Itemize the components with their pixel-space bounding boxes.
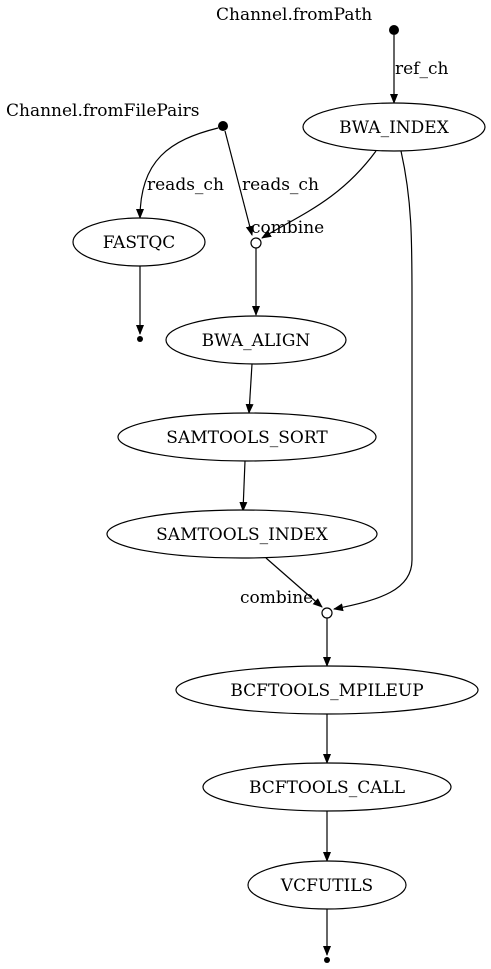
edge-samtools-index-to-combine-2 bbox=[265, 557, 323, 608]
edge-samtools-sort-to-samtools-index bbox=[239, 460, 248, 512]
edge-bwa-index-to-combine-2 bbox=[333, 150, 413, 612]
process-bwa-align: BWA_ALIGN bbox=[165, 315, 347, 365]
process-bwa-index: BWA_INDEX bbox=[302, 102, 486, 152]
edge-bwa-index-to-combine-1 bbox=[261, 150, 377, 239]
process-samtools-sort: SAMTOOLS_SORT bbox=[117, 412, 377, 462]
end-dot-fastqc bbox=[137, 336, 143, 342]
operator-label-combine-2: combine bbox=[240, 588, 313, 608]
edge-label-reads-ch-right: reads_ch bbox=[242, 175, 319, 195]
process-bcftools-mpileup: BCFTOOLS_MPILEUP bbox=[175, 665, 479, 715]
edge-label-ref-ch: ref_ch bbox=[395, 59, 449, 79]
process-label-samtools-sort: SAMTOOLS_SORT bbox=[166, 428, 328, 448]
process-label-bcftools-mpileup: BCFTOOLS_MPILEUP bbox=[230, 681, 423, 701]
operator-label-combine-1: combine bbox=[251, 218, 324, 238]
source-label-from-file-pairs: Channel.fromFilePairs bbox=[6, 101, 200, 121]
process-bcftools-call: BCFTOOLS_CALL bbox=[202, 762, 452, 812]
process-label-fastqc: FASTQC bbox=[103, 233, 176, 253]
edge-reads-to-combine-1 bbox=[224, 130, 254, 236]
process-label-vcfutils: VCFUTILS bbox=[280, 876, 373, 896]
operator-combine-2 bbox=[321, 607, 333, 619]
process-label-bwa-align: BWA_ALIGN bbox=[202, 331, 311, 351]
source-dot-from-path bbox=[389, 25, 399, 35]
process-samtools-index: SAMTOOLS_INDEX bbox=[106, 509, 378, 559]
process-label-bwa-index: BWA_INDEX bbox=[339, 118, 450, 138]
process-vcfutils: VCFUTILS bbox=[247, 860, 407, 910]
edge-reads-to-fastqc bbox=[136, 127, 219, 219]
process-fastqc: FASTQC bbox=[72, 217, 206, 267]
end-dot-vcfutils bbox=[324, 957, 330, 963]
operator-combine-1 bbox=[250, 237, 262, 249]
edge-label-reads-ch-left: reads_ch bbox=[147, 175, 224, 195]
process-label-bcftools-call: BCFTOOLS_CALL bbox=[249, 778, 405, 798]
process-label-samtools-index: SAMTOOLS_INDEX bbox=[156, 525, 329, 545]
edge-bwa-align-to-samtools-sort bbox=[245, 363, 254, 414]
source-label-from-path: Channel.fromPath bbox=[216, 5, 372, 25]
source-dot-from-file-pairs bbox=[218, 121, 228, 131]
